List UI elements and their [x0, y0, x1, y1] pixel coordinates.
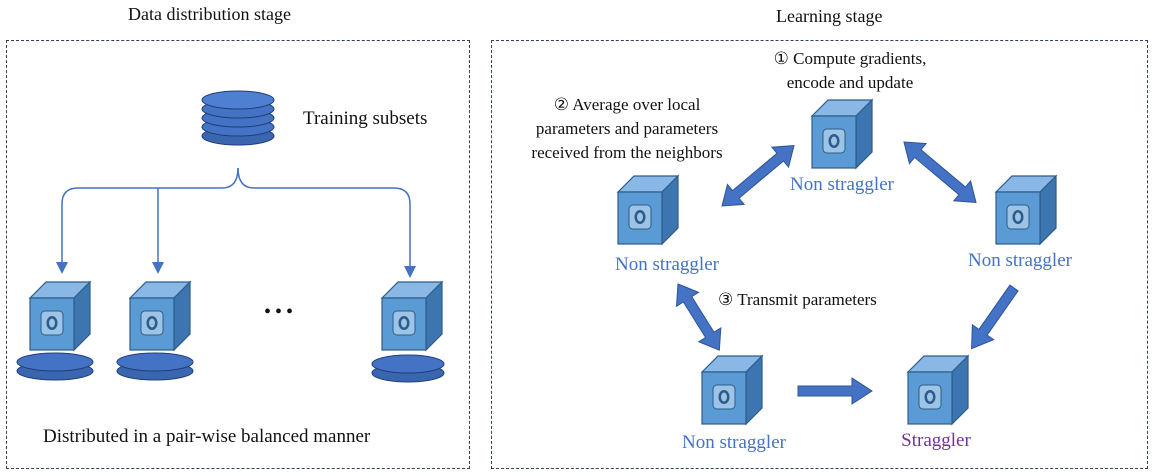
step-2-line-3: received from the neighbors — [531, 143, 723, 162]
distribution-brace — [56, 167, 416, 278]
step-3-text: Transmit parameters — [737, 290, 877, 309]
step-1-label: ① Compute gradients, encode and update — [740, 47, 960, 95]
worker-2-icon — [129, 281, 191, 351]
arrow-top-left-double — [721, 145, 795, 207]
learning-stage-panel — [491, 40, 1148, 469]
node-top-icon — [811, 99, 873, 169]
arrow-bottom-to-straggler — [797, 377, 873, 405]
node-bottom-left-icon — [701, 355, 763, 425]
step-2-line-1: Average over local — [572, 95, 701, 114]
node-bottom-right-icon — [907, 355, 969, 425]
step-2-line-2: parameters and parameters — [535, 119, 719, 138]
node-bottom-right-label: Straggler — [901, 430, 971, 451]
training-database-icon — [201, 90, 275, 146]
worker-1-data-disk-icon — [16, 352, 94, 381]
distribution-caption: Distributed in a pair-wise balanced mann… — [43, 426, 371, 447]
step-3-marker: ③ — [718, 290, 734, 309]
node-left-icon — [617, 175, 679, 245]
step-1-line-2: encode and update — [786, 73, 914, 92]
worker-1-icon — [29, 281, 91, 351]
learning-stage-title: Learning stage — [776, 6, 883, 26]
worker-n-data-disk-icon — [371, 354, 445, 383]
step-2-marker: ② — [553, 95, 569, 114]
data-distribution-panel — [6, 40, 470, 469]
node-left-label: Non straggler — [615, 254, 719, 275]
worker-2-data-disk-icon — [116, 352, 194, 381]
node-bottom-left-label: Non straggler — [682, 432, 786, 453]
arrow-top-right-double — [903, 141, 977, 203]
node-right-icon — [995, 175, 1057, 245]
step-1-line-1: Compute gradients, — [793, 49, 927, 68]
ellipsis-label: ••• — [264, 301, 298, 323]
worker-n-icon — [381, 281, 443, 351]
arrow-right-to-straggler — [971, 284, 1019, 350]
arrow-left-bottom-double — [675, 283, 722, 351]
step-2-label: ② Average over local parameters and para… — [512, 93, 742, 165]
node-right-label: Non straggler — [968, 250, 1072, 271]
data-distribution-title: Data distribution stage — [128, 4, 291, 24]
step-1-marker: ① — [773, 49, 789, 68]
node-top-label: Non straggler — [790, 174, 894, 195]
step-3-label: ③ Transmit parameters — [718, 288, 877, 312]
training-subsets-label: Training subsets — [303, 108, 428, 129]
